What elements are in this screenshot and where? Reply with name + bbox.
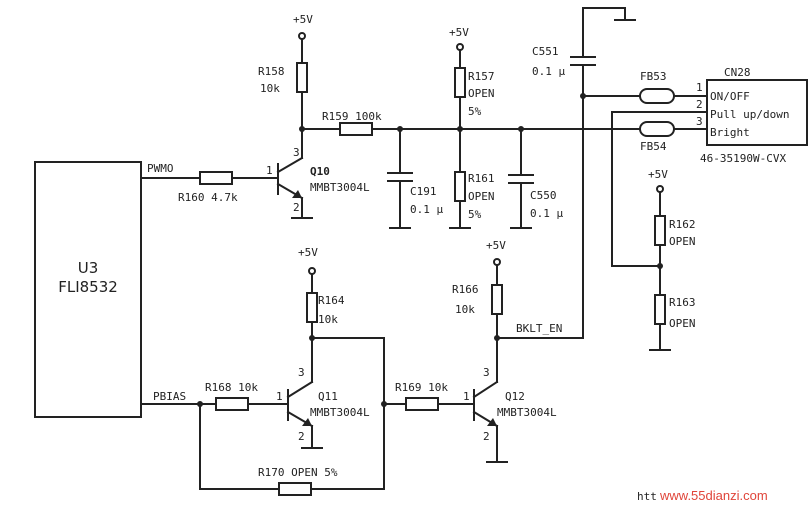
pwmo-net (140, 171, 279, 185)
vcc-terminal (298, 32, 306, 40)
cn28-label: CN28 (724, 66, 751, 79)
u3-chip (34, 161, 142, 418)
q10-label: Q10 (310, 165, 330, 178)
c551-label: C551 (532, 45, 559, 58)
q12-pin1: 1 (463, 390, 470, 403)
r158-resistor (296, 62, 308, 93)
vcc-r166-label: +5V (486, 239, 506, 252)
r161-value: OPEN (468, 190, 495, 203)
r164-value: 10k (318, 313, 338, 326)
c550-label: C550 (530, 189, 557, 202)
r161-tolerance: 5% (468, 208, 482, 221)
cn28-on-off: ON/OFF (710, 90, 750, 103)
vcc-r162-label: +5V (648, 168, 668, 181)
r161-resistor (454, 171, 466, 202)
watermark: www.55dianzi.com (659, 488, 768, 503)
q12-part: MMBT3004L (497, 406, 557, 419)
cn28-pull: Pull up/down (710, 108, 789, 121)
r157-value: OPEN (468, 87, 495, 100)
vcc-q11-label: +5V (298, 246, 318, 259)
q12-label: Q12 (505, 390, 525, 403)
cn28-pin3: 3 (696, 115, 703, 128)
q10-part: MMBT3004L (310, 181, 370, 194)
r157-resistor (454, 67, 466, 98)
r164-label: R164 (318, 294, 345, 307)
r157-label: R157 (468, 70, 495, 83)
r168-label: R168 10k (205, 381, 258, 394)
r157-tolerance: 5% (468, 105, 482, 118)
cn28-pin2: 2 (696, 98, 703, 111)
u3-name: U3 (78, 259, 99, 277)
r161-label: R161 (468, 172, 495, 185)
c191-label: C191 (410, 185, 437, 198)
c551-value: 0.1 µ (532, 65, 565, 78)
r166-label: R166 (452, 283, 479, 296)
r166-value: 10k (455, 303, 475, 316)
r160-resistor (199, 171, 233, 185)
fb53-bead (639, 88, 675, 104)
fb53-label: FB53 (640, 70, 667, 83)
r162-resistor (654, 215, 666, 246)
q11-pin2: 2 (298, 430, 305, 443)
r169-label: R169 10k (395, 381, 448, 394)
u3-part: FLI8532 (58, 278, 118, 296)
fb54-bead (639, 121, 675, 137)
q11-pin3: 3 (298, 366, 305, 379)
q10-pin2: 2 (293, 201, 300, 214)
r166-resistor (491, 284, 503, 315)
q11-part: MMBT3004L (310, 406, 370, 419)
cn28-bright: Bright (710, 126, 750, 139)
cn28-part: 46-35190W-CVX (700, 152, 786, 165)
q12-pin2: 2 (483, 430, 490, 443)
r163-label: R163 (669, 296, 696, 309)
q12-transistor (472, 380, 499, 428)
pwmo-label: PWMO (147, 162, 174, 175)
r159-resistor (339, 122, 373, 136)
q10-pin1: 1 (266, 164, 273, 177)
r168-resistor (215, 397, 249, 411)
cn28-connector (706, 79, 808, 146)
r162-label: R162 (669, 218, 696, 231)
pbias-label: PBIAS (153, 390, 186, 403)
bklt-en-label: BKLT_EN (516, 322, 562, 335)
cn28-pin1: 1 (696, 81, 703, 94)
r159-label: R159 100k (322, 110, 382, 123)
q11-transistor (286, 380, 314, 428)
r162-value: OPEN (669, 235, 696, 248)
q11-pin1: 1 (276, 390, 283, 403)
vcc-q10-label: +5V (293, 13, 313, 26)
c191-value: 0.1 µ (410, 203, 443, 216)
r170-label: R170 OPEN 5% (258, 466, 338, 479)
r158-value: 10k (260, 82, 280, 95)
q11-label: Q11 (318, 390, 338, 403)
r163-value: OPEN (669, 317, 696, 330)
r170-resistor (278, 482, 312, 496)
r158-label: R158 (258, 65, 285, 78)
vcc-r157-label: +5V (449, 26, 469, 39)
q10-pin3: 3 (293, 146, 300, 159)
c550-value: 0.1 µ (530, 207, 563, 220)
q12-pin3: 3 (483, 366, 490, 379)
r169-resistor (405, 397, 439, 411)
c551-capacitor (570, 7, 636, 339)
r164-resistor (306, 292, 318, 323)
c550-capacitor (508, 128, 534, 229)
r163-resistor (654, 294, 666, 325)
r160-label: R160 4.7k (178, 191, 238, 204)
fb54-label: FB54 (640, 140, 667, 153)
watermark-prefix: htt (637, 490, 657, 503)
q10-transistor (276, 156, 304, 200)
c191-capacitor (387, 128, 413, 229)
